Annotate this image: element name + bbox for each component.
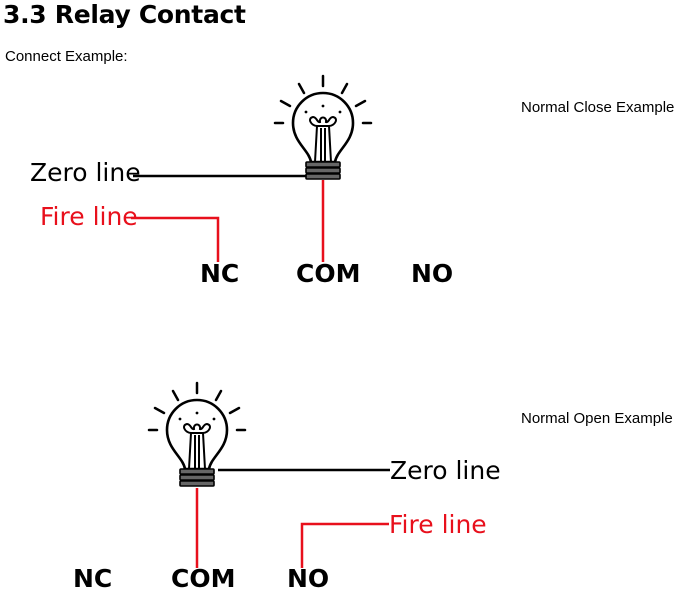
zero-line-label: Zero line bbox=[30, 158, 141, 187]
fire-line-wire bbox=[300, 522, 389, 568]
normal-close-caption: Normal Close Example bbox=[521, 99, 675, 116]
terminal-com: COM bbox=[171, 564, 235, 593]
normal-close-diagram: Zero line Fire line NC COM NO bbox=[30, 74, 453, 288]
normal-open-diagram: Zero line Fire line NC COM NO bbox=[73, 381, 501, 593]
zero-line-label: Zero line bbox=[390, 456, 501, 485]
terminal-no: NO bbox=[287, 564, 329, 593]
section-heading: 3.3 Relay Contact bbox=[3, 0, 246, 29]
fire-line-label: Fire line bbox=[389, 510, 487, 539]
fire-line-label: Fire line bbox=[40, 202, 138, 231]
terminal-nc: NC bbox=[73, 564, 112, 593]
normal-open-caption: Normal Open Example bbox=[521, 410, 673, 427]
terminal-nc: NC bbox=[200, 259, 239, 288]
terminal-com: COM bbox=[296, 259, 360, 288]
connect-example-label: Connect Example: bbox=[5, 48, 128, 65]
lightbulb-icon bbox=[273, 74, 373, 181]
fire-line-wire bbox=[131, 216, 220, 262]
terminal-no: NO bbox=[411, 259, 453, 288]
